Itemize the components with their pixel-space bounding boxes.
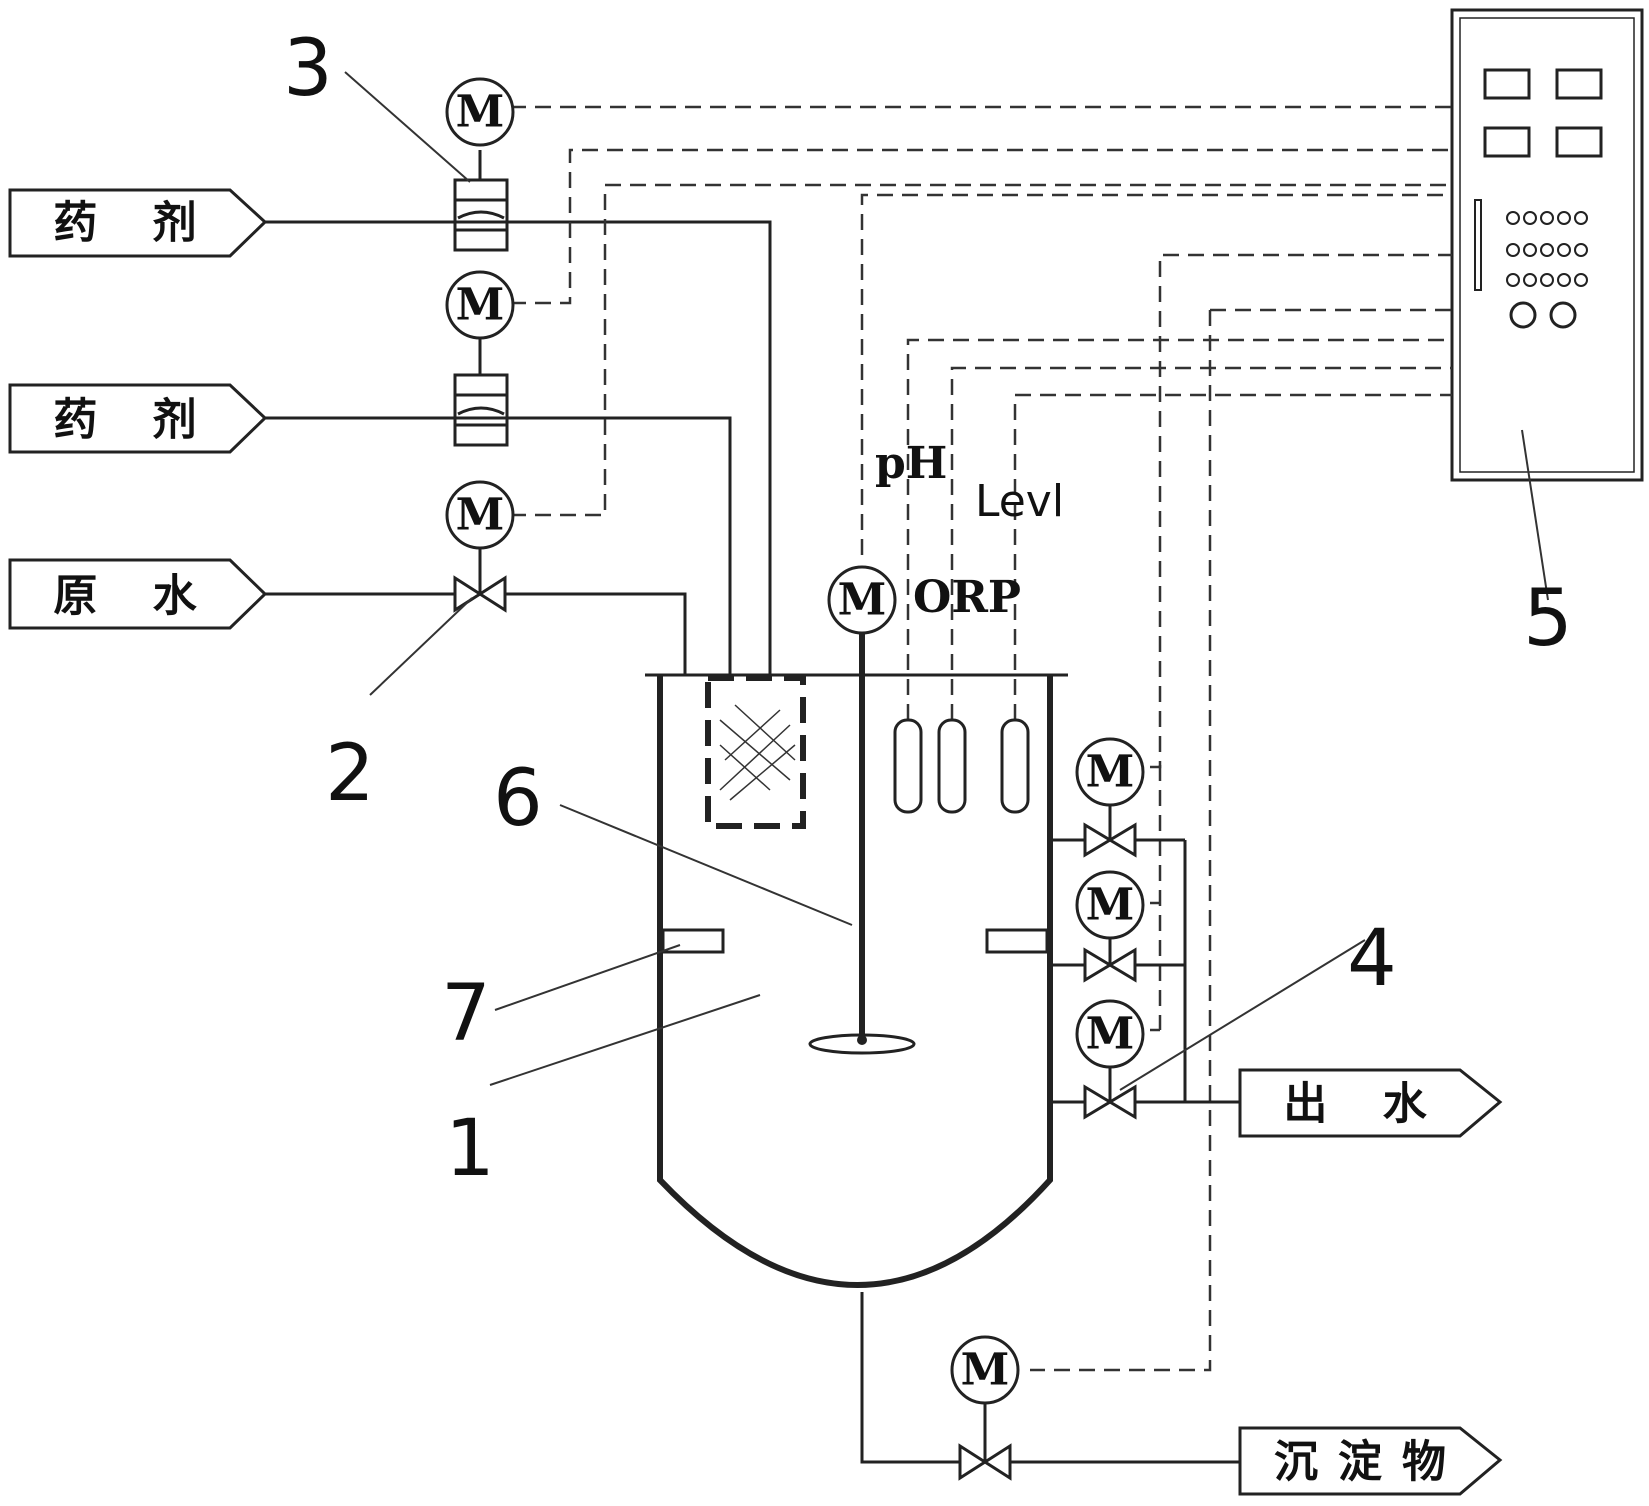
dosing-pump-2 [453, 330, 509, 447]
svg-text:M: M [838, 575, 887, 626]
ph-probe [893, 718, 923, 814]
reagent-inlet-2-label: 药 剂 [53, 395, 216, 446]
sediment-outlet-label: 沉淀物 [1274, 1437, 1466, 1488]
cabinet-display-4 [1555, 126, 1603, 158]
signal-line-bottom-valve [1030, 310, 1212, 1372]
signal-line-level [1013, 393, 1452, 720]
motor-pump-1: M [445, 77, 515, 147]
reagent-inlet-1: 药 剂 [8, 188, 268, 258]
orp-sensor-label: ORP [913, 572, 1021, 623]
label-number-7: 7 [441, 969, 491, 1059]
baffle-left [661, 928, 725, 954]
leader-1 [489, 994, 761, 1086]
svg-text:M: M [1086, 1009, 1135, 1060]
filter-basket [705, 675, 806, 829]
label-number-3: 3 [283, 24, 333, 114]
effluent-outlet-label: 出 水 [1283, 1079, 1446, 1130]
leader-3 [344, 71, 471, 183]
reaction-tank [645, 630, 1068, 1288]
control-cabinet [1450, 8, 1644, 482]
cabinet-indicator-lights [1506, 211, 1588, 287]
sediment-outlet: 沉淀物 [1238, 1426, 1503, 1496]
raw-water-inlet: 原 水 [8, 558, 268, 630]
cabinet-button-1 [1509, 301, 1537, 329]
cabinet-display-2 [1555, 68, 1603, 100]
motor-side-valve-mid: M [1075, 870, 1145, 940]
svg-text:M: M [456, 87, 505, 138]
reagent-inlet-2: 药 剂 [8, 383, 268, 454]
cabinet-gauge [1474, 199, 1482, 291]
reagent-line-2 [265, 416, 732, 675]
level-probe [1000, 718, 1030, 814]
label-number-4: 4 [1347, 914, 1397, 1004]
orp-probe [937, 718, 967, 814]
dosing-pump-1 [453, 150, 509, 252]
effluent-outlet: 出 水 [1238, 1068, 1503, 1138]
motor-mixer: M [827, 565, 897, 635]
sediment-line [860, 1292, 1240, 1464]
raw-water-inlet-label: 原 水 [53, 571, 216, 622]
label-number-5: 5 [1523, 574, 1573, 664]
motor-raw-valve: M [445, 480, 515, 550]
baffle-right [985, 928, 1049, 954]
motor-side-valve-bottom: M [1075, 999, 1145, 1069]
leader-2 [369, 597, 473, 696]
label-number-1: 1 [445, 1104, 495, 1194]
side-valve-top [1083, 800, 1137, 858]
raw-water-line [265, 592, 687, 675]
motor-pump-2: M [445, 270, 515, 340]
level-sensor-label: Levl [975, 476, 1064, 527]
filter-mesh [719, 704, 796, 801]
reagent-inlet-1-label: 药 剂 [53, 198, 216, 249]
signal-line-orp [950, 366, 1452, 720]
leader-6 [559, 804, 853, 926]
cabinet-button-2 [1549, 301, 1577, 329]
signal-line-ph [906, 338, 1452, 720]
leader-7 [494, 944, 681, 1011]
svg-text:M: M [456, 280, 505, 331]
motor-side-valve-top: M [1075, 737, 1145, 807]
signal-line-mixer [860, 193, 1452, 555]
svg-text:M: M [961, 1345, 1010, 1396]
side-valve-bottom [1083, 1062, 1137, 1120]
svg-text:M: M [1086, 880, 1135, 931]
sediment-valve [958, 1400, 1012, 1481]
leader-5 [1521, 429, 1549, 601]
cabinet-display-3 [1483, 126, 1531, 158]
side-outlets [1050, 800, 1240, 1120]
side-valve-mid [1083, 935, 1137, 983]
ph-sensor-label: pH [875, 438, 947, 489]
cabinet-display-1 [1483, 68, 1531, 100]
label-number-6: 6 [493, 754, 543, 844]
signal-line-valve-top [1125, 253, 1452, 769]
label-number-2: 2 [325, 729, 375, 819]
signal-line-pump2 [510, 148, 1452, 305]
signal-line-rawvalve [510, 183, 1452, 517]
reagent-line-1 [265, 220, 772, 675]
svg-text:M: M [456, 490, 505, 541]
motor-sediment-valve: M [950, 1335, 1020, 1405]
leader-4 [1119, 939, 1366, 1091]
svg-text:M: M [1086, 747, 1135, 798]
